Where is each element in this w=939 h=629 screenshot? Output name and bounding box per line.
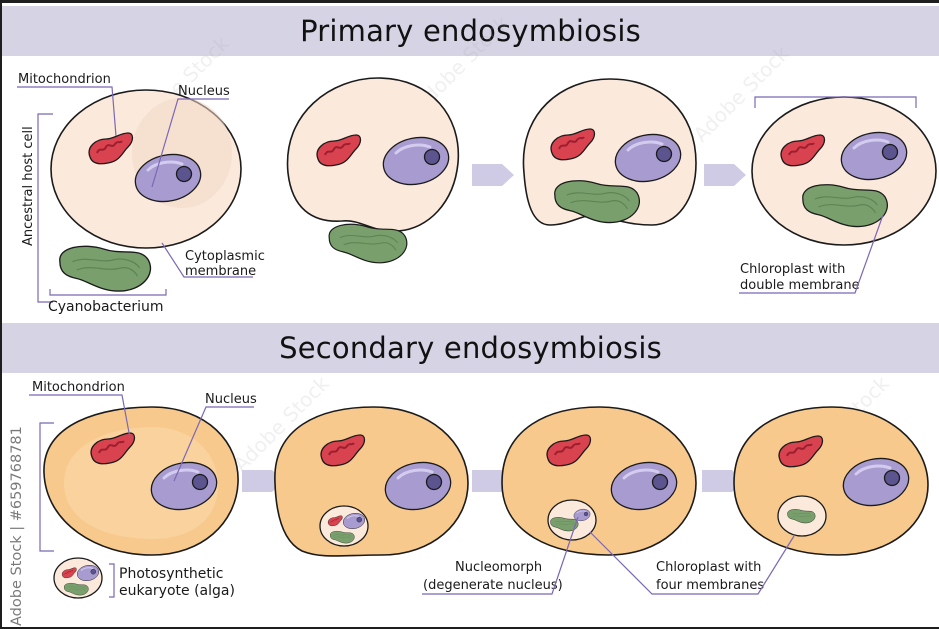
cyanobacterium-icon — [59, 245, 152, 292]
primary-final-cell — [751, 96, 937, 246]
label-chloroplast-four-1: Chloroplast with — [656, 560, 761, 575]
secondary-engulfed-cell — [501, 406, 697, 556]
label-alga-1: Photosynthetic — [119, 566, 223, 582]
label-cyanobacterium: Cyanobacterium — [48, 299, 164, 315]
secondary-section-header: Secondary endosymbiosis — [2, 323, 939, 373]
engulfed-alga-icon — [319, 505, 369, 547]
label-mitochondrion: Mitochondrion — [32, 380, 125, 395]
label-nucleomorph-2: (degenerate nucleus) — [423, 578, 563, 593]
watermark-vertical: Adobe Stock | #659768781 — [9, 426, 25, 626]
label-alga-2: eukaryote (alga) — [119, 583, 235, 599]
primary-host-cell — [50, 89, 242, 249]
primary-engulfing-cell — [286, 77, 460, 264]
secondary-engulfing-cell — [274, 406, 469, 557]
label-chloroplast-double-2: double membrane — [740, 278, 860, 293]
primary-section-title: Primary endosymbiosis — [300, 14, 641, 48]
label-ancestral-host-cell: Ancestral host cell — [21, 126, 36, 246]
endosymbiosis-diagram: Adobe Stock Adobe Stock Adobe Stock Adob… — [17, 11, 937, 599]
label-mitochondrion: Mitochondrion — [18, 72, 111, 87]
diagram-frame: Primary endosymbiosis Secondary endosymb… — [2, 3, 939, 627]
cyanobacterium-icon — [328, 223, 408, 264]
label-cytoplasmic-membrane-2: membrane — [185, 264, 256, 279]
chloroplast-four-membranes-icon — [777, 495, 827, 537]
label-nucleomorph-1: Nucleomorph — [455, 560, 542, 575]
chloroplast-four-membranes-icon — [547, 499, 597, 541]
secondary-section-title: Secondary endosymbiosis — [279, 331, 662, 365]
secondary-final-cell — [733, 406, 929, 556]
arrow-icon — [704, 164, 746, 186]
photosynthetic-eukaryote-icon — [53, 557, 103, 599]
arrow-icon — [472, 164, 514, 186]
label-nucleus: Nucleus — [205, 392, 257, 407]
primary-engulfed-cell — [522, 78, 697, 226]
primary-section-header: Primary endosymbiosis — [2, 6, 939, 56]
label-chloroplast-four-2: four membranes — [656, 578, 764, 593]
label-chloroplast-double-1: Chloroplast with — [740, 262, 845, 277]
secondary-host-cell — [43, 406, 239, 556]
label-nucleus: Nucleus — [178, 84, 230, 99]
label-cytoplasmic-membrane-1: Cytoplasmic — [185, 249, 265, 264]
